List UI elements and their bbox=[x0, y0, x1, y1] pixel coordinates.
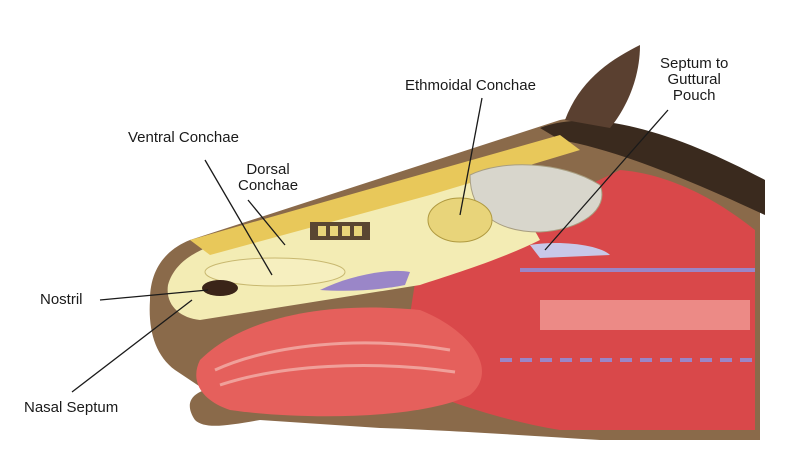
label-ethmoidal-conchae: Ethmoidal Conchae bbox=[405, 77, 536, 94]
skull-bone bbox=[190, 135, 580, 255]
label-septum-guttural-pouch: Septum to Guttural Pouch bbox=[660, 56, 728, 104]
label-nasal-septum: Nasal Septum bbox=[24, 399, 119, 416]
label-septum-line2: Guttural bbox=[667, 71, 721, 88]
airway bbox=[540, 300, 750, 330]
mane bbox=[540, 120, 765, 215]
leader-lines bbox=[71, 97, 669, 393]
label-septum-line3: Pouch bbox=[672, 87, 716, 104]
ear bbox=[565, 45, 640, 128]
label-dorsal-line2: Conchae bbox=[238, 177, 299, 194]
ethmoidal-conchae bbox=[427, 197, 493, 243]
tongue bbox=[196, 307, 482, 417]
guttural-pouch bbox=[530, 243, 610, 258]
label-dorsal-conchae: Dorsal Conchae bbox=[238, 162, 298, 194]
label-ventral-conchae: Ventral Conchae bbox=[128, 129, 239, 146]
ventral-conchae bbox=[204, 257, 346, 287]
label-septum-line1: Septum to bbox=[660, 55, 729, 72]
palate bbox=[320, 270, 410, 291]
label-nostril: Nostril bbox=[40, 291, 83, 308]
label-dorsal-line1: Dorsal bbox=[246, 161, 290, 178]
nostril-opening bbox=[202, 280, 238, 296]
